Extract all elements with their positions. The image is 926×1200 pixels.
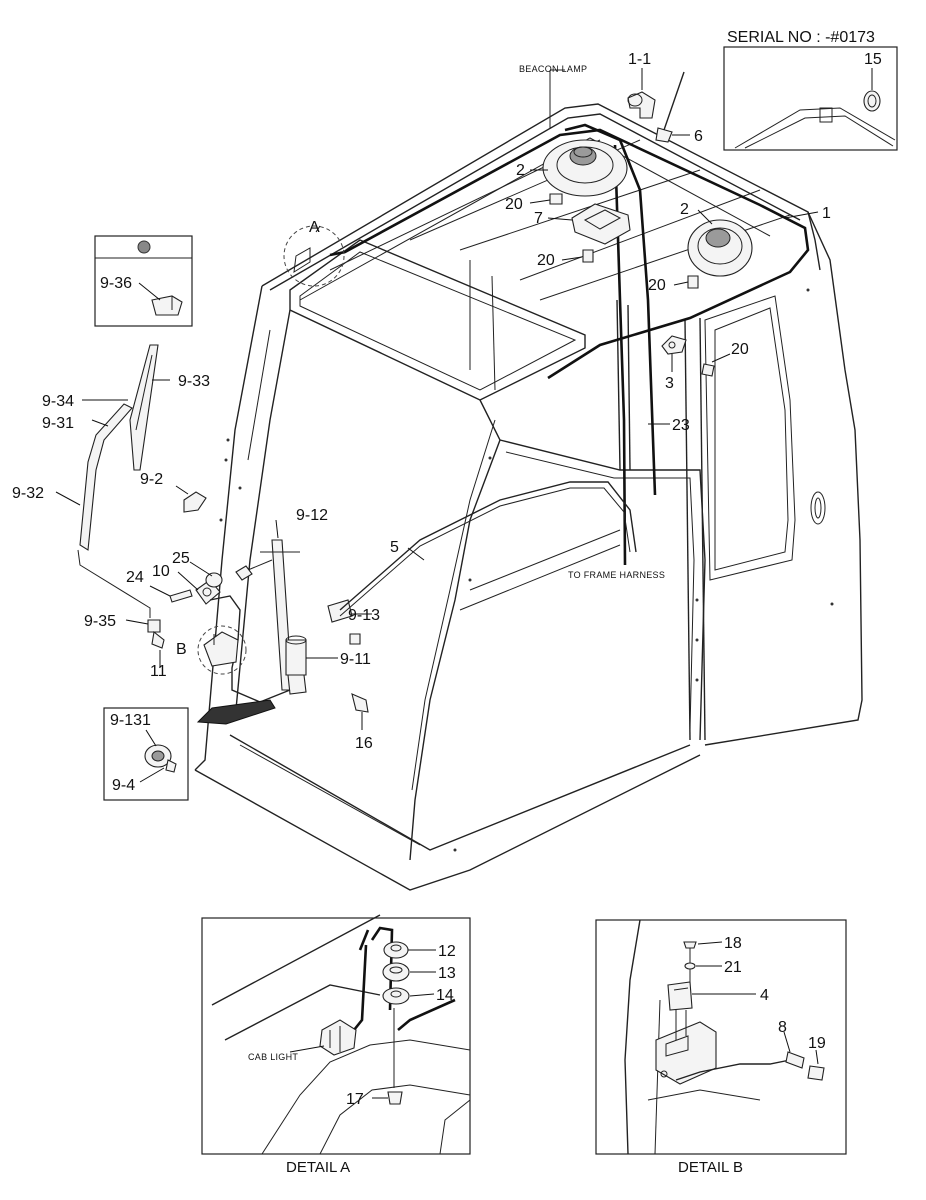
part-label-9-34: 9-34 xyxy=(42,393,74,410)
cab-light-label: CAB LIGHT xyxy=(248,1052,298,1062)
part-label-12: 12 xyxy=(438,943,456,960)
part-label-3: 3 xyxy=(665,375,674,392)
part-label-9-2: 9-2 xyxy=(140,471,163,488)
inset-9-36: 9-36 xyxy=(94,235,193,327)
detail-a-letter: A xyxy=(309,219,320,236)
part-label-9-131: 9-131 xyxy=(110,712,151,729)
antenna-part-6 xyxy=(655,71,690,143)
part-label-19: 19 xyxy=(808,1035,826,1052)
bolt-20-d xyxy=(701,353,731,377)
part-label-9-35: 9-35 xyxy=(84,613,116,630)
part-label-16: 16 xyxy=(355,735,373,752)
dome-light-7 xyxy=(547,203,631,245)
part-label-9-12: 9-12 xyxy=(296,507,328,524)
bracket-3 xyxy=(661,335,687,372)
part-label-8: 8 xyxy=(778,1019,787,1036)
part-label-7: 7 xyxy=(534,210,543,227)
part-label-1-1: 1-1 xyxy=(628,51,651,68)
inset-9-131 xyxy=(103,707,189,801)
part-label-15: 15 xyxy=(864,51,882,68)
part-label-23: 23 xyxy=(672,417,690,434)
part-label-9-36: 9-36 xyxy=(100,275,132,292)
part-label-20-a: 20 xyxy=(505,196,523,213)
part-label-9-32: 9-32 xyxy=(12,485,44,502)
part-label-9-4: 9-4 xyxy=(112,777,135,794)
part-label-24: 24 xyxy=(126,569,144,586)
detail-a-marker: A xyxy=(283,219,345,287)
part-label-17: 17 xyxy=(346,1091,364,1108)
part-label-14: 14 xyxy=(436,987,454,1004)
part-label-20-d: 20 xyxy=(731,341,749,358)
speaker-right xyxy=(687,209,753,277)
detail-b-letter: B xyxy=(176,641,187,658)
part-label-21: 21 xyxy=(724,959,742,976)
detail-a-box: CAB LIGHT xyxy=(201,914,471,1155)
beacon-lamp-label: BEACON LAMP xyxy=(519,64,587,74)
color-dot-icon xyxy=(137,240,151,254)
part-label-11: 11 xyxy=(150,663,167,680)
serial-inset: SERIAL NO : -#0173 15 xyxy=(723,29,898,151)
part-label-9-33: 9-33 xyxy=(178,373,210,390)
bolt-20-b xyxy=(561,249,594,263)
cab-body xyxy=(194,103,863,891)
bolt-20-c xyxy=(673,275,699,289)
part-label-13: 13 xyxy=(438,965,456,982)
leader-1 xyxy=(784,211,819,219)
part-label-4: 4 xyxy=(760,987,769,1004)
elbow-part-1-1 xyxy=(627,68,656,119)
part-label-20-b: 20 xyxy=(537,252,555,269)
part-label-25: 25 xyxy=(172,550,190,567)
part-label-6: 6 xyxy=(694,128,703,145)
part-label-18: 18 xyxy=(724,935,742,952)
part-label-2-top: 2 xyxy=(516,162,525,179)
speaker-top xyxy=(530,139,628,197)
to-frame-harness-label: TO FRAME HARNESS xyxy=(568,570,665,580)
part-label-1: 1 xyxy=(822,205,831,222)
detail-b-box xyxy=(595,919,847,1155)
part-label-9-31: 9-31 xyxy=(42,415,74,432)
part-label-9-13: 9-13 xyxy=(348,607,380,624)
bolt-20-a xyxy=(529,193,563,205)
part-label-5: 5 xyxy=(390,539,399,556)
serial-label: SERIAL NO : -#0173 xyxy=(727,29,875,46)
part-label-9-11: 9-11 xyxy=(340,651,371,668)
wiper-assembly xyxy=(55,344,637,730)
part-label-2-right: 2 xyxy=(680,201,689,218)
detail-b-caption: DETAIL B xyxy=(678,1159,743,1176)
part-label-10: 10 xyxy=(152,563,170,580)
detail-a-caption: DETAIL A xyxy=(286,1159,350,1176)
ring-part-15 xyxy=(863,90,881,112)
part-label-20-c: 20 xyxy=(648,277,666,294)
